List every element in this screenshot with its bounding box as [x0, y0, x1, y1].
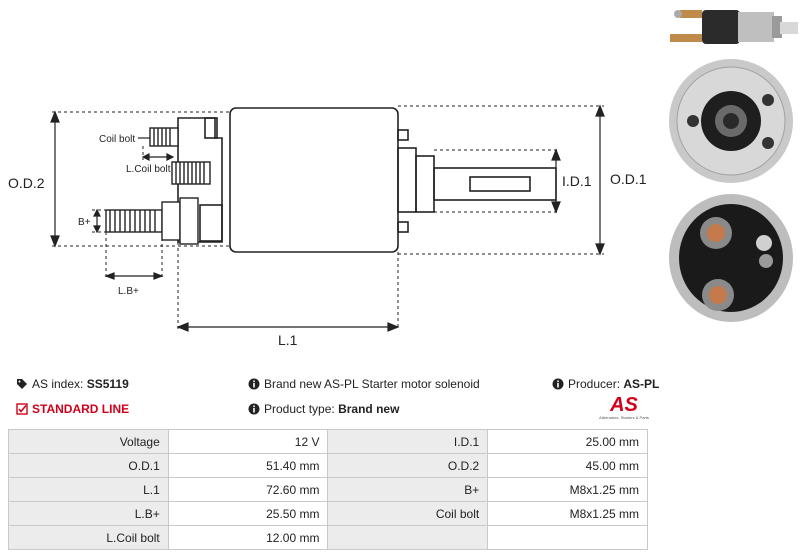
solenoid-body: [229, 107, 399, 253]
spec-label-cell: Voltage: [8, 429, 169, 454]
spec-value-cell: 25.50 mm: [167, 501, 329, 526]
spec-value-cell: 51.40 mm: [167, 453, 329, 478]
logo-tagline: Alternators, Starters & Parts: [599, 415, 649, 420]
as-index-info: AS index: SS5119: [16, 377, 129, 391]
description-info: Brand new AS-PL Starter motor solenoid: [248, 377, 480, 391]
od1-label: O.D.1: [610, 171, 647, 187]
checkbox-icon: [16, 403, 28, 415]
plunger-rod: [433, 167, 557, 201]
product-photo-front: [668, 58, 794, 184]
as-pl-logo: AS Alternators, Starters & Parts: [596, 395, 652, 425]
info-icon: [248, 378, 260, 390]
spec-value-cell: M8x1.25 mm: [487, 477, 648, 502]
spec-label-cell: O.D.2: [327, 453, 489, 478]
spec-label-cell: Coil bolt: [327, 501, 489, 526]
l1-label: L.1: [278, 332, 298, 348]
spec-value-cell: 12.00 mm: [167, 525, 329, 550]
spec-label-cell: B+: [327, 477, 489, 502]
spec-label-cell: L.Coil bolt: [8, 525, 169, 550]
id1-label: I.D.1: [562, 173, 592, 189]
spec-label-cell: I.D.1: [327, 429, 489, 454]
info-icon: [248, 403, 260, 415]
bplus-label: B+: [78, 217, 91, 228]
spec-label-cell: L.B+: [8, 501, 169, 526]
spec-value-cell: 72.60 mm: [167, 477, 329, 502]
spec-value-cell: M8x1.25 mm: [487, 501, 648, 526]
tag-icon: [17, 379, 27, 389]
spec-label-cell: L.1: [8, 477, 169, 502]
as-index-label: AS index:: [32, 377, 84, 391]
coil-bolt-terminal: [149, 127, 211, 185]
product-photo-side: [670, 10, 798, 44]
as-index-value: SS5119: [86, 377, 129, 391]
lb-label: L.B+: [118, 286, 139, 297]
description-text: Brand new AS-PL Starter motor solenoid: [264, 377, 480, 391]
bplus-terminal: [105, 197, 199, 245]
standard-line-label: STANDARD LINE: [32, 402, 130, 416]
product-type-info: Product type: Brand new: [248, 402, 399, 416]
spec-label-cell: [327, 525, 489, 550]
producer-value: AS-PL: [623, 377, 660, 391]
product-type-label: Product type:: [264, 402, 335, 416]
spec-value-cell: 12 V: [167, 429, 329, 454]
spec-value-cell: [487, 525, 648, 550]
product-photo-back: [668, 193, 794, 323]
plunger: [415, 155, 435, 213]
od2-label: O.D.2: [8, 175, 45, 191]
spec-value-cell: 45.00 mm: [487, 453, 648, 478]
spec-label-cell: O.D.1: [8, 453, 169, 478]
coil-bolt-label: Coil bolt: [99, 134, 135, 145]
product-type-value: Brand new: [338, 402, 400, 416]
producer-info: Producer: AS-PL: [552, 377, 659, 391]
plunger-housing: [397, 147, 417, 213]
standard-line-info: STANDARD LINE: [16, 402, 129, 416]
lcoil-bolt-label: L.Coil bolt: [126, 164, 171, 175]
info-icon: [552, 378, 564, 390]
producer-label: Producer:: [568, 377, 621, 391]
logo-mark: AS: [610, 394, 638, 416]
spec-value-cell: 25.00 mm: [487, 429, 648, 454]
solenoid-technical-drawing: O.D.2 O.D.1 I.D.1 L.1 L.B+ B+ Coil bolt …: [8, 104, 647, 348]
